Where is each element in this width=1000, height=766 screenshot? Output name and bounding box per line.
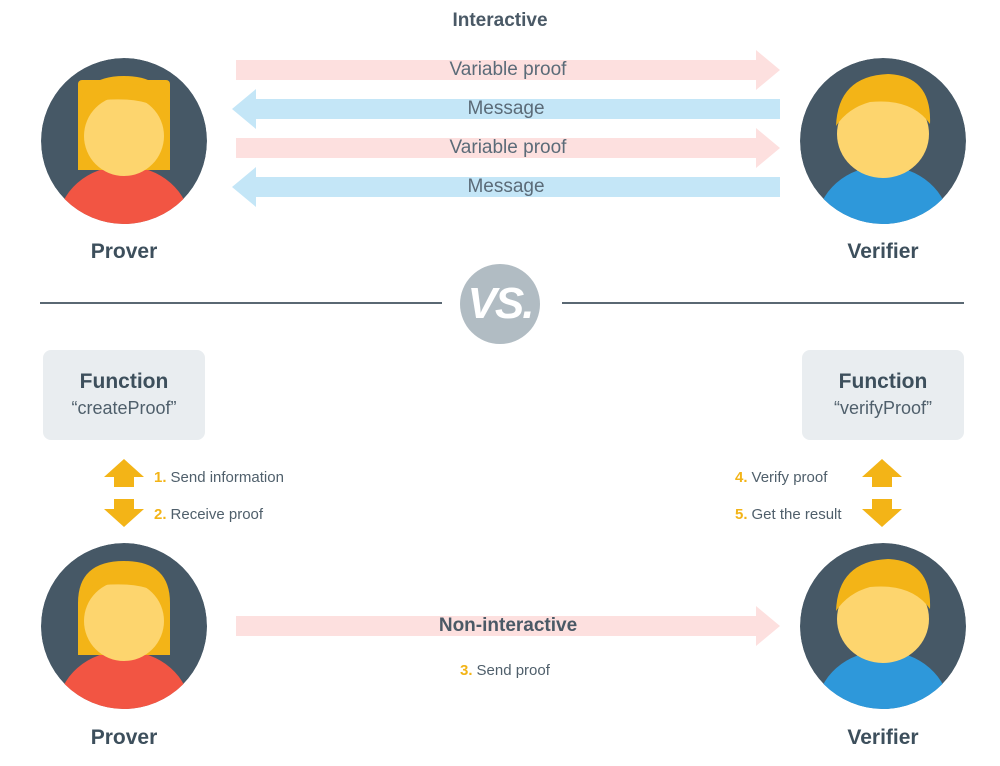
step-2: 2.Receive proof xyxy=(154,506,263,523)
step-text: Get the result xyxy=(751,506,842,523)
step-number: 5. xyxy=(735,506,748,523)
left-arrow-shape xyxy=(232,167,780,207)
right-arrow-shape xyxy=(236,606,780,646)
step-number: 1. xyxy=(154,469,167,486)
arrow-label: Variable proof xyxy=(449,59,567,80)
prover-label-top: Prover xyxy=(90,240,158,263)
verifier-avatar xyxy=(800,58,966,224)
arrow-label: Variable proof xyxy=(449,137,567,158)
verifier-avatar xyxy=(800,543,966,709)
step-number: 2. xyxy=(154,506,167,523)
left-arrow-shape xyxy=(232,89,780,129)
right-arrow-shape xyxy=(236,128,780,168)
step-4: 4.Verify proof xyxy=(735,469,827,486)
step-text: Receive proof xyxy=(170,506,264,523)
step-number: 4. xyxy=(735,469,748,486)
verify-proof-box: Function “verifyProof” xyxy=(802,350,964,440)
function-title: Function xyxy=(838,370,928,393)
prover-label-bottom: Prover xyxy=(90,726,158,749)
up-down-arrows-icon xyxy=(862,459,902,527)
function-title: Function xyxy=(79,370,169,393)
step-3: 3.Send proof xyxy=(460,662,550,679)
up-down-arrows-icon xyxy=(104,459,144,527)
step-text: Send proof xyxy=(476,662,550,679)
prover-avatar xyxy=(41,543,207,709)
verifier-label-bottom: Verifier xyxy=(847,726,919,749)
step-text: Verify proof xyxy=(751,469,828,486)
vs-badge: VS. xyxy=(460,264,540,344)
arrow-non-interactive: Non-interactive xyxy=(236,606,780,656)
vs-text: VS. xyxy=(467,279,535,328)
arrow-label: Message xyxy=(467,98,545,119)
arrow-variable-proof-2: Variable proof xyxy=(236,128,780,178)
interactive-title: Interactive xyxy=(452,10,548,31)
create-proof-box: Function “createProof” xyxy=(43,350,205,440)
prover-avatar xyxy=(41,58,207,224)
arrow-label: Non-interactive xyxy=(438,615,578,636)
arrow-message-1: Message xyxy=(232,89,780,139)
step-1: 1.Send information xyxy=(154,469,284,486)
arrow-variable-proof-1: Variable proof xyxy=(236,50,780,100)
step-text: Send information xyxy=(170,469,284,486)
divider-left xyxy=(40,302,442,304)
step-number: 3. xyxy=(460,662,473,679)
function-name: “verifyProof” xyxy=(833,398,932,418)
divider-right xyxy=(562,302,964,304)
verifier-label-top: Verifier xyxy=(847,240,919,263)
arrow-label: Message xyxy=(467,176,545,197)
right-arrow-shape xyxy=(236,50,780,90)
step-5: 5.Get the result xyxy=(735,506,842,523)
arrow-message-2: Message xyxy=(232,167,780,217)
function-name: “createProof” xyxy=(71,398,177,418)
